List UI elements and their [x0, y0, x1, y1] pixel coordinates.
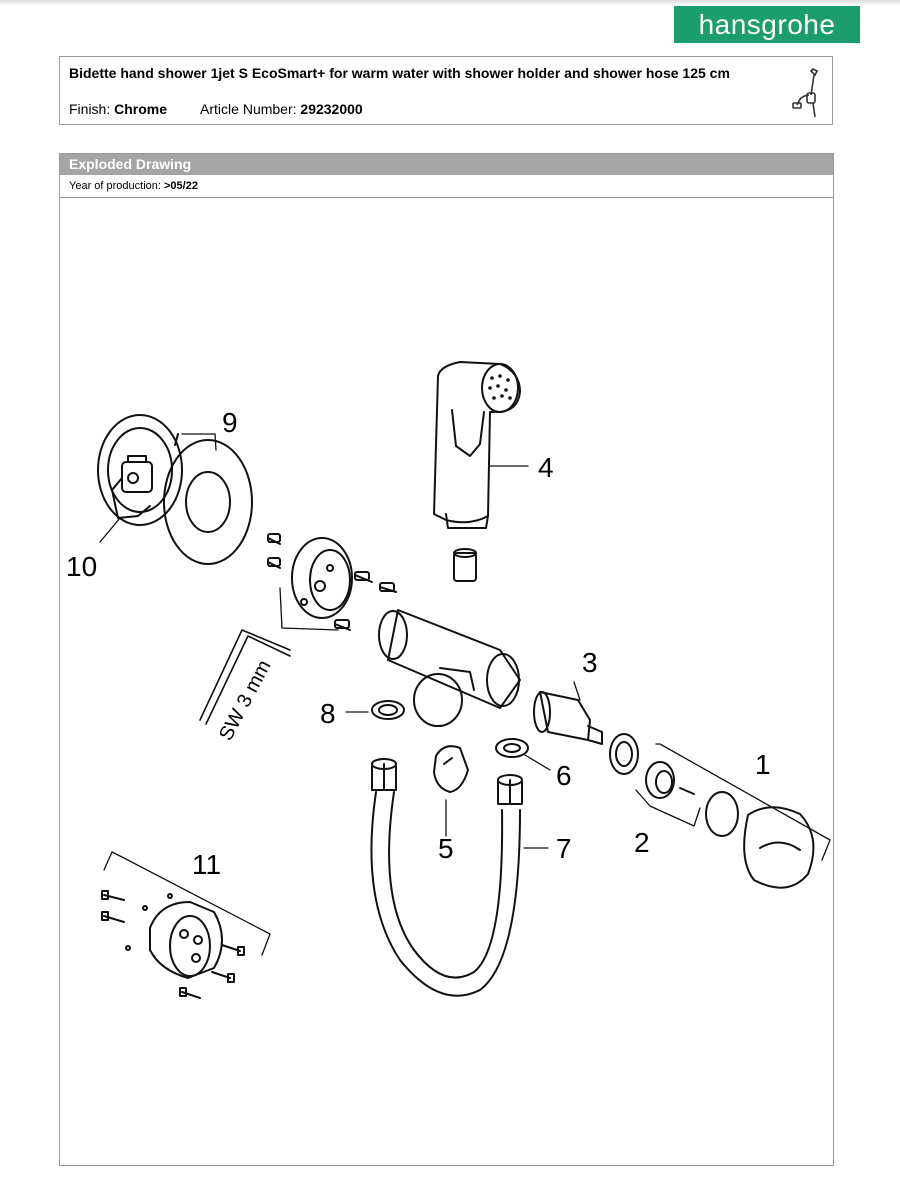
finish-value: Chrome [114, 101, 168, 117]
top-border [0, 0, 900, 6]
callout-8: 8 [320, 698, 336, 729]
part-5-holder-clip [433, 745, 469, 793]
leader-lines [99, 433, 831, 956]
callout-4: 4 [538, 452, 554, 483]
part-8-washer [371, 700, 405, 720]
hand-shower-thumbnail-icon [792, 68, 819, 118]
product-meta: Finish: Chrome Article Number: 29232000 [69, 101, 363, 117]
callout-10: 10 [66, 551, 97, 582]
callout-5: 5 [438, 833, 454, 864]
callout-2: 2 [634, 827, 650, 858]
callout-11: 11 [192, 849, 221, 880]
callout-9: 9 [222, 407, 238, 438]
part-3-cartridge [533, 691, 603, 745]
o-ring [609, 733, 639, 775]
callout-7: 7 [556, 833, 572, 864]
part-10-valve [111, 455, 153, 519]
part-2-insert [645, 761, 695, 799]
part-11-wall-mount [101, 890, 245, 999]
production-year-value: >05/22 [164, 180, 198, 192]
part-6-washer [495, 738, 529, 758]
aerator [453, 548, 477, 582]
part-1-handle-cap [705, 791, 815, 889]
screws-top [267, 533, 397, 631]
callout-3: 3 [582, 647, 598, 678]
article-label: Article Number: [200, 101, 297, 117]
product-info-box: Bidette hand shower 1jet S EcoSmart+ for… [59, 56, 833, 125]
exploded-drawing-section: Exploded Drawing Year of production: >05… [59, 153, 834, 1166]
callout-1: 1 [755, 749, 771, 780]
part-4-hand-shower [433, 361, 521, 529]
part-9-rosette [97, 414, 253, 565]
callout-6: 6 [556, 760, 572, 791]
mounting-flange [291, 537, 353, 619]
finish-label: Finish: [69, 101, 111, 117]
part-7-shower-hose [370, 758, 523, 997]
article-value: 29232000 [300, 101, 363, 117]
production-year: Year of production: >05/22 [60, 175, 833, 198]
allen-key [199, 629, 291, 725]
shower-holder-body [378, 609, 521, 727]
product-title: Bidette hand shower 1jet S EcoSmart+ for… [69, 65, 730, 81]
hansgrohe-logo: hansgrohe [674, 6, 860, 43]
section-title: Exploded Drawing [60, 154, 833, 175]
